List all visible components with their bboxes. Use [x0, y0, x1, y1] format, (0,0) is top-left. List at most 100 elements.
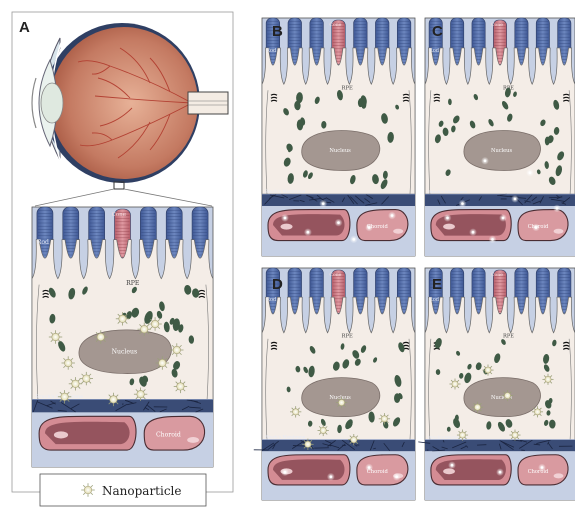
- nanoparticle-core: [110, 396, 117, 403]
- nanoparticle-core: [83, 375, 90, 382]
- nanoparticle-core: [485, 367, 491, 373]
- nanoparticle-dot: [337, 221, 340, 224]
- rod-label: Rod: [266, 48, 277, 54]
- nanoparticle: [482, 365, 493, 376]
- nanoparticle-core: [97, 333, 104, 340]
- nanoparticle: [148, 317, 161, 330]
- red-blood-cell: [443, 468, 455, 474]
- cone-label: Cone: [491, 272, 503, 278]
- red-blood-cell: [54, 431, 68, 438]
- nanoparticle: [532, 406, 543, 417]
- nanoparticle: [156, 356, 169, 369]
- rpe-label: RPE: [342, 85, 353, 91]
- nanoparticle-core: [159, 359, 166, 366]
- nanoparticle-core: [72, 380, 79, 387]
- cone-label: Cone: [112, 212, 126, 218]
- nanoparticle-core: [512, 432, 518, 438]
- nanoparticle-core: [452, 381, 458, 387]
- bruch-label: Bruch's Membrane: [265, 189, 306, 194]
- nanoparticle-icon: [81, 483, 95, 497]
- nanoparticle: [69, 377, 82, 390]
- nanoparticle-core: [119, 315, 126, 322]
- nanoparticle-core: [293, 409, 299, 415]
- choroid-label: Choroid: [156, 432, 181, 439]
- nanoparticle: [49, 330, 62, 343]
- nanoparticle-dot: [499, 471, 502, 474]
- nanoparticle: [472, 402, 483, 413]
- nanoparticle-core: [137, 390, 144, 397]
- nanoparticle: [502, 390, 513, 401]
- nanoparticle-core: [52, 333, 59, 340]
- red-blood-cell: [554, 473, 564, 478]
- nanoparticle-dot: [391, 214, 394, 217]
- nanoparticle-core: [151, 320, 158, 327]
- rod-label: Rod: [37, 239, 49, 246]
- nanoparticle: [61, 356, 74, 369]
- nanoparticle-dot: [529, 171, 532, 174]
- rpe-label: RPE: [126, 280, 139, 287]
- nanoparticle-core: [140, 325, 147, 332]
- eye-globe-illustration: [32, 23, 228, 206]
- nanoparticle-core: [61, 393, 68, 400]
- nanoparticle: [94, 330, 107, 343]
- nanoparticle-core: [64, 359, 71, 366]
- nanoparticle-dot: [541, 466, 544, 469]
- nanoparticle-dot: [284, 471, 287, 474]
- nanoparticle-core: [534, 409, 540, 415]
- red-blood-cell: [281, 224, 293, 230]
- nanoparticle-core: [459, 432, 465, 438]
- nanoparticle-core: [504, 393, 510, 399]
- cone-label: Cone: [329, 22, 341, 28]
- nanoparticle-core: [351, 437, 357, 443]
- nanoparticle-core: [173, 346, 180, 353]
- nanoparticle-core: [305, 441, 311, 447]
- legend-box: Nanoparticle: [40, 474, 206, 506]
- nanoparticle-dot: [556, 207, 559, 210]
- nanoparticle: [58, 390, 71, 403]
- nanoparticle-core: [474, 404, 480, 410]
- nanoparticle: [457, 429, 468, 440]
- nanoparticle: [509, 429, 520, 440]
- nanoparticle-dot: [451, 464, 454, 467]
- red-blood-cell: [187, 437, 199, 443]
- panel-b-label: B: [272, 23, 283, 40]
- nanoparticle-dot: [307, 231, 310, 234]
- nanoparticle-dot: [395, 476, 398, 479]
- melanosome: [394, 393, 400, 403]
- nanoparticle-dot: [502, 217, 505, 220]
- nucleus-label: Nucleus: [112, 348, 137, 355]
- panel-d-label: D: [272, 276, 283, 293]
- nanoparticle: [138, 322, 151, 335]
- rpe-label: RPE: [342, 334, 353, 340]
- nanoparticle-dot: [284, 217, 287, 220]
- nanoparticle-dot: [484, 160, 487, 163]
- rod-label: Rod: [429, 297, 440, 303]
- choroid-label: Choroid: [528, 469, 549, 475]
- nanoparticle: [336, 397, 347, 408]
- red-blood-cell: [554, 229, 564, 234]
- nanoparticle: [348, 434, 359, 445]
- rpe-label: RPE: [503, 334, 514, 340]
- legend-nanoparticle-shape: [81, 483, 95, 497]
- nanoparticle: [379, 413, 390, 424]
- nanoparticle-dot: [353, 238, 356, 241]
- nucleus-label: Nucleus: [491, 148, 512, 154]
- nanoparticle-dot: [322, 202, 325, 205]
- nanoparticle-dot: [472, 231, 475, 234]
- nanoparticle: [80, 372, 93, 385]
- nanoparticle: [174, 380, 187, 393]
- bruch-label: Bruch's Membrane: [428, 189, 468, 194]
- nanoparticle-dot: [446, 217, 449, 220]
- panel-c-label: C: [432, 23, 443, 40]
- panel-a-label: A: [19, 19, 30, 36]
- nanoparticle-dot: [535, 226, 538, 229]
- nanoparticle: [542, 374, 553, 385]
- nanoparticle-dot: [368, 226, 371, 229]
- legend-nanoparticle-text: Nanoparticle: [102, 484, 182, 498]
